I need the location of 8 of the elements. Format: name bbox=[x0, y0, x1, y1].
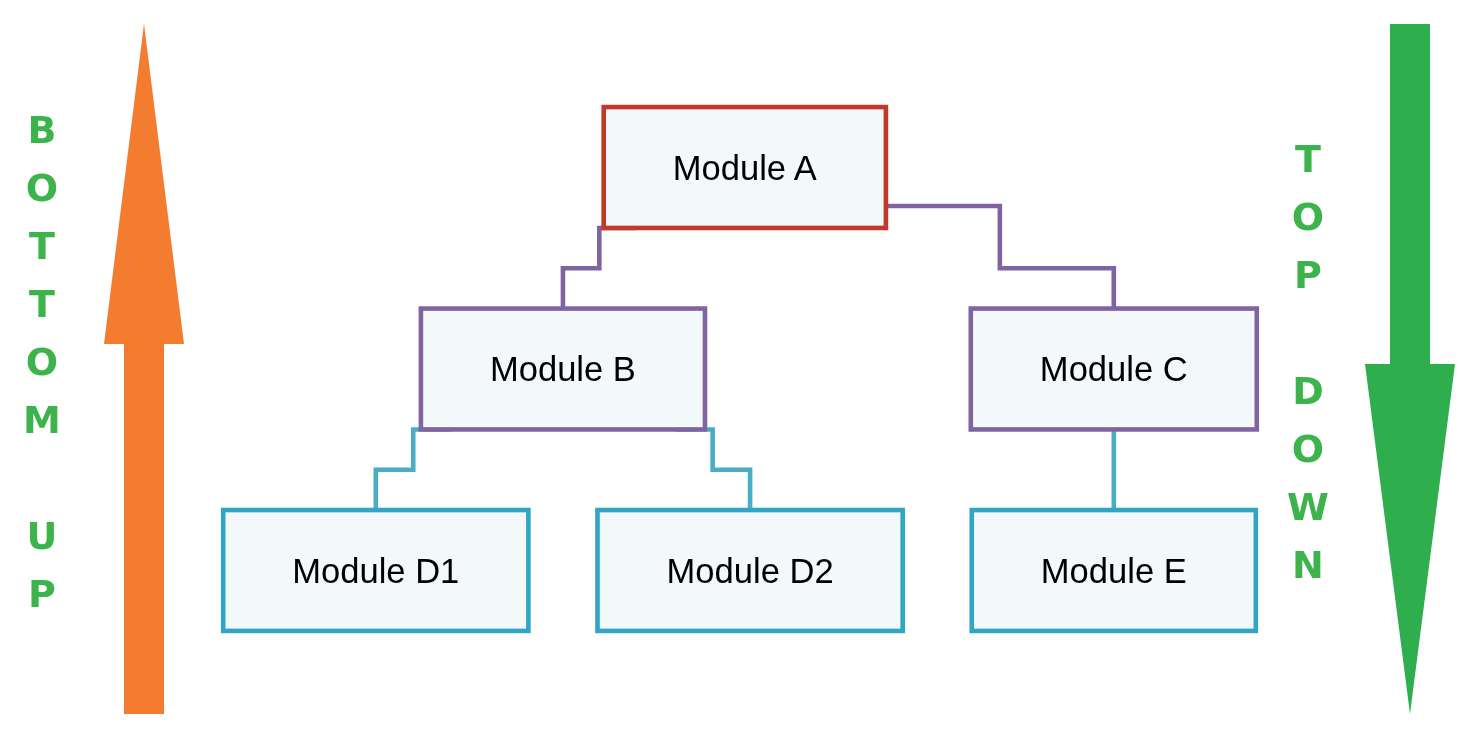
node-box: Module C bbox=[968, 305, 1260, 432]
direction-label: TOP DOWN bbox=[1286, 136, 1330, 601]
direction-label: BOTTOM UP bbox=[20, 107, 64, 630]
node-box: Module E bbox=[969, 507, 1259, 633]
node-box: Module B bbox=[418, 305, 708, 432]
node-box: Module D2 bbox=[595, 507, 905, 633]
node-box: Module D1 bbox=[220, 507, 531, 633]
node-box: Module A bbox=[601, 104, 889, 230]
